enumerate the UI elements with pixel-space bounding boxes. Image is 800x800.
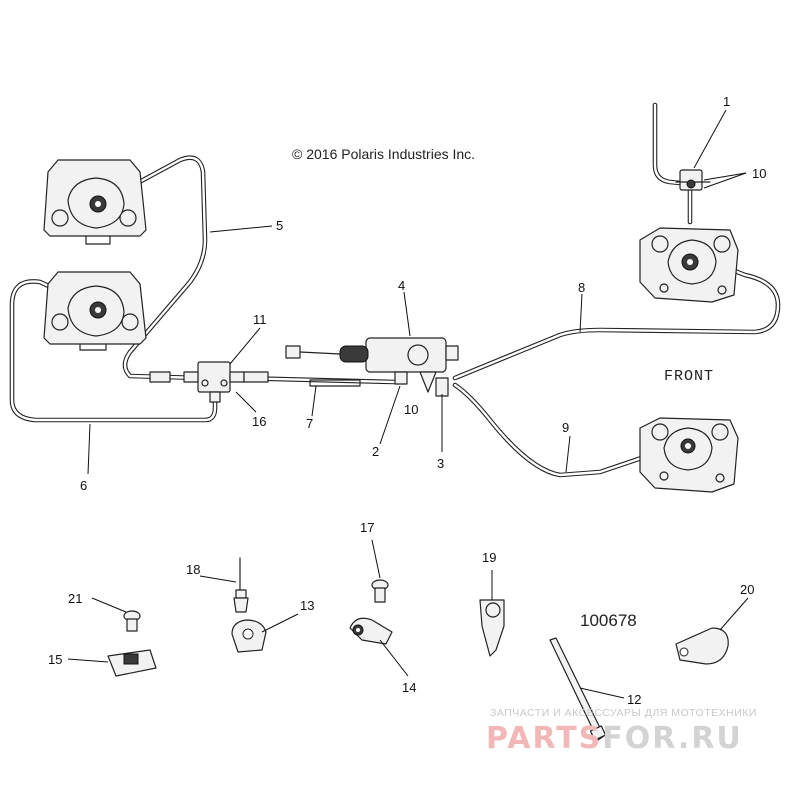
leader-lines [67,109,749,699]
watermark-brand-b: FOR.RU [602,721,743,756]
callout-numbers: 1 2 3 4 5 6 7 8 9 10 10 11 12 13 14 15 1… [48,94,766,707]
callout-14: 14 [402,680,416,695]
callout-20: 20 [740,582,754,597]
callout-17: 17 [360,520,374,535]
push-rivet [233,557,249,613]
callout-21: 21 [68,591,82,606]
callout-15: 15 [48,652,62,667]
cable-tie-12 [549,637,607,741]
callout-13: 13 [300,598,314,613]
callout-3: 3 [437,456,444,471]
callout-6: 6 [80,478,87,493]
callout-5: 5 [276,218,283,233]
callout-10-lower: 10 [404,402,418,417]
bolt-17 [371,579,389,603]
callout-1: 1 [723,94,730,109]
callout-8: 8 [578,280,585,295]
callout-12: 12 [627,692,641,707]
callout-11: 11 [253,312,267,327]
callout-10-upper: 10 [752,166,766,181]
callout-4: 4 [398,278,405,293]
callout-9: 9 [562,420,569,435]
front-caliper-lower [639,417,739,493]
front-caliper-upper [639,227,739,303]
callout-2: 2 [372,444,379,459]
banjo-fitting [675,169,711,191]
drawing-number: 100678 [580,611,637,630]
watermark-brand: PARTSFOR.RU [486,721,743,756]
callout-16: 16 [252,414,266,429]
callout-7: 7 [306,416,313,431]
tie-mount-19 [479,599,505,657]
watermark: ЗАПЧАСТИ И АКСЕССУАРЫ ДЛЯ МОТОТЕХНИКИ PA… [486,707,757,756]
brake-tee-block [149,361,269,403]
p-clamp-20 [675,627,729,665]
master-cylinder [285,337,459,397]
watermark-brand-a: PARTS [486,721,602,756]
clip-15 [107,649,157,677]
copyright-notice: © 2016 Polaris Industries Inc. [292,146,475,162]
rear-caliper-upper [43,159,147,245]
p-clamp-14 [349,617,393,645]
screw-21 [123,610,141,632]
callout-18: 18 [186,562,200,577]
watermark-tagline: ЗАПЧАСТИ И АКСЕССУАРЫ ДЛЯ МОТОТЕХНИКИ [490,707,757,719]
callout-19: 19 [482,550,496,565]
front-label: FRONT [664,368,714,385]
rear-caliper-lower [43,271,147,351]
p-clamp-13 [231,619,267,653]
